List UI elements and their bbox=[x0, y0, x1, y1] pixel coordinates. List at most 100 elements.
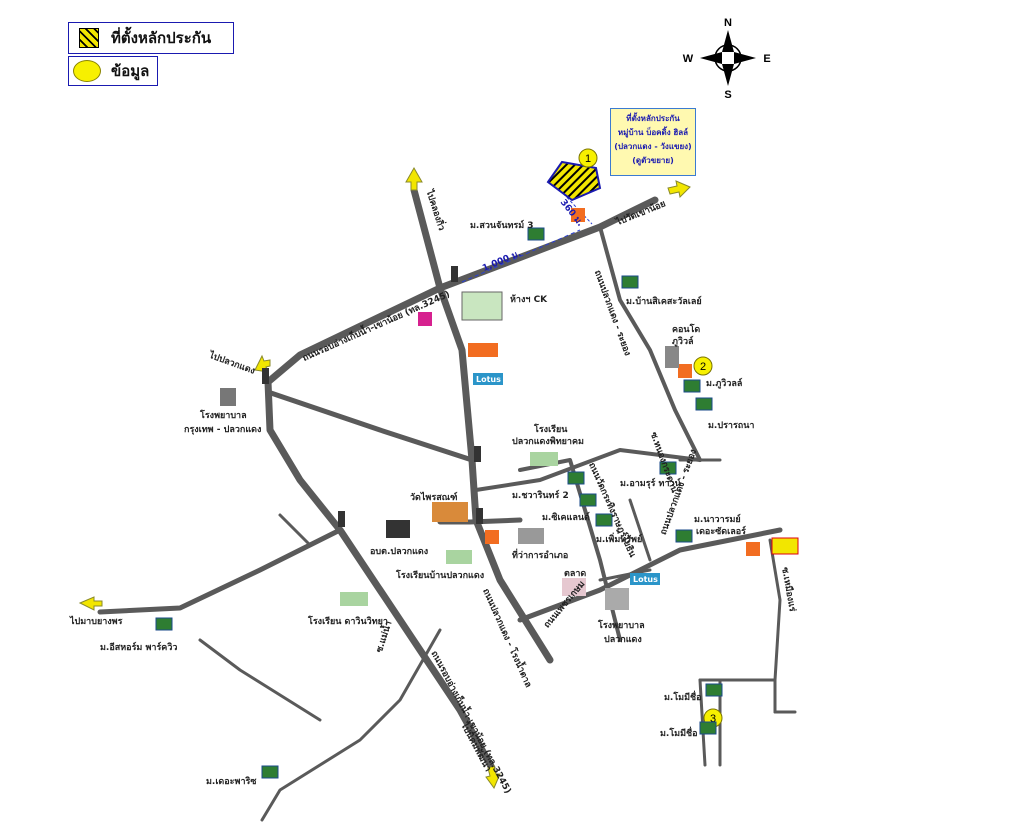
lotus-icon bbox=[473, 373, 503, 385]
place-hospital-bkk[interactable]: โรงพยาบาล bbox=[200, 411, 247, 421]
road-middle bbox=[474, 448, 702, 492]
marker-1[interactable]: 1 bbox=[578, 148, 598, 168]
arrow-west bbox=[78, 596, 103, 611]
place-hospital-bkk-name[interactable]: กรุงเทพ - ปลวกแดง bbox=[184, 425, 262, 435]
seven-eleven-icon bbox=[746, 542, 760, 556]
arrow-north bbox=[405, 166, 423, 191]
road-network bbox=[97, 186, 797, 822]
legend-data-label: ข้อมูล bbox=[111, 62, 150, 80]
marker-3-label: 3 bbox=[710, 713, 716, 725]
legend-data: ข้อมูล bbox=[68, 56, 158, 86]
place-momi1[interactable]: ม.โมมีชื่อ bbox=[664, 693, 702, 703]
housing-icon bbox=[595, 513, 613, 527]
road-west bbox=[97, 527, 343, 615]
seven-eleven-icon bbox=[571, 208, 585, 222]
hospital-icon bbox=[220, 388, 236, 406]
hatch-swatch-icon bbox=[79, 28, 99, 48]
info-line-1: ที่ตั้งหลักประกัน bbox=[626, 114, 680, 123]
marker-2[interactable]: 2 bbox=[693, 356, 713, 376]
housing-icon bbox=[699, 721, 717, 735]
lotus-icon bbox=[630, 573, 660, 585]
school-icon bbox=[340, 592, 368, 606]
place-thepaaris[interactable]: ม.เดอะพาริซ bbox=[206, 777, 257, 787]
gas-station-icon bbox=[771, 537, 799, 555]
housing-icon bbox=[695, 397, 713, 411]
compass: N S W E bbox=[683, 17, 771, 101]
place-lotus1[interactable]: Lotus bbox=[476, 375, 501, 384]
place-citylend[interactable]: ม.ซิเคแลนด์ bbox=[542, 513, 590, 523]
road-south-right bbox=[628, 498, 652, 562]
collateral-site[interactable] bbox=[546, 160, 602, 202]
place-hemsap[interactable]: ม.เพิ่มทรัพย์ bbox=[596, 535, 643, 545]
place-school-pluak-name[interactable]: ปลวกแดงพิทยาคม bbox=[512, 437, 584, 447]
place-district-office[interactable]: ที่ว่าการอำเภอ bbox=[512, 551, 569, 561]
place-hospital-pd[interactable]: โรงพยาบาล bbox=[598, 621, 645, 631]
place-momi2[interactable]: ม.โมมีชื่อ bbox=[660, 729, 698, 739]
site-info-box[interactable]: ที่ตั้งหลักประกัน หมู่บ้าน บ็อคดิ้ง ฮิลล… bbox=[610, 108, 696, 176]
compass-w: W bbox=[683, 53, 694, 65]
housing-icon bbox=[261, 765, 279, 779]
road-cross-diagonal bbox=[265, 389, 475, 463]
place-market[interactable]: ตลาด bbox=[564, 569, 587, 579]
place-hospital-pd-name[interactable]: ปลวกแดง bbox=[604, 635, 642, 645]
arrow-south bbox=[485, 765, 501, 790]
place-wat-phrai[interactable]: วัดไพรสณฑ์ bbox=[410, 493, 458, 503]
place-condo[interactable]: คอนโด bbox=[672, 325, 701, 335]
shop-icon bbox=[418, 312, 432, 326]
info-line-2: หมู่บ้าน บ็อคดิ้ง ฮิลล์ bbox=[617, 128, 689, 137]
place-school-pluak[interactable]: โรงเรียน bbox=[534, 425, 568, 435]
shop-icon bbox=[468, 343, 498, 357]
place-store-ck[interactable]: ห้างฯ CK bbox=[510, 295, 548, 305]
place-amporn[interactable]: ม.อามรุร์ ทาวน์ bbox=[620, 479, 681, 489]
compass-s: S bbox=[724, 89, 731, 101]
road-misc-3 bbox=[260, 628, 442, 822]
housing-icon bbox=[621, 275, 639, 289]
office-icon bbox=[518, 528, 544, 544]
place-thehome[interactable]: ม.อีสหอร์ม พาร์ควิว bbox=[100, 643, 178, 653]
place-phu-villa[interactable]: ม.ภูวิวลล์ bbox=[706, 379, 743, 389]
obt-building-icon bbox=[386, 520, 410, 538]
place-condo-name[interactable]: ภูวิวล์ bbox=[672, 337, 694, 347]
traffic-light-icon bbox=[474, 446, 481, 462]
yellow-dot-icon bbox=[73, 60, 101, 82]
place-parana[interactable]: ม.ปรารถนา bbox=[708, 421, 755, 431]
place-chawarin[interactable]: ม.ชวารินทร์ 2 bbox=[512, 491, 569, 501]
dir-mabyangporn: ไปมาบยางพร bbox=[70, 617, 123, 627]
seven-eleven-icon bbox=[485, 530, 499, 544]
housing-icon bbox=[579, 493, 597, 507]
wat-icon bbox=[432, 502, 468, 522]
place-lotus2[interactable]: Lotus bbox=[633, 575, 658, 584]
condo-icon bbox=[665, 346, 679, 368]
place-nawarat[interactable]: ม.นาวารมย์ bbox=[694, 515, 741, 525]
road-misc-1 bbox=[278, 513, 312, 547]
school-icon bbox=[446, 550, 472, 564]
legend-site-label: ที่ตั้งหลักประกัน bbox=[111, 29, 212, 47]
place-obt[interactable]: อบต.ปลวกแดง bbox=[370, 547, 429, 557]
road-east-branch bbox=[598, 225, 702, 462]
legend-site: ที่ตั้งหลักประกัน bbox=[68, 22, 234, 54]
place-school-darin[interactable]: โรงเรียน ดาวินวิทยา bbox=[308, 617, 388, 627]
school-icon bbox=[530, 452, 558, 466]
place-school-ban[interactable]: โรงเรียนบ้านปลวกแดง bbox=[396, 571, 485, 581]
compass-e: E bbox=[763, 53, 770, 65]
housing-icon bbox=[527, 227, 545, 241]
landmark-icons bbox=[155, 208, 799, 779]
road-misc-5 bbox=[598, 568, 652, 582]
arrow-east bbox=[667, 180, 691, 199]
housing-icon bbox=[683, 379, 701, 393]
distance-line-1000 bbox=[461, 229, 581, 283]
road-misc-2 bbox=[198, 638, 322, 722]
store-building-icon bbox=[461, 291, 503, 321]
marker-2-label: 2 bbox=[700, 361, 706, 373]
compass-n: N bbox=[724, 17, 732, 29]
traffic-light-icon bbox=[451, 266, 458, 282]
housing-icon bbox=[155, 617, 173, 631]
place-suan-chan[interactable]: ม.สวนจันทรม์ 3 bbox=[470, 221, 534, 231]
place-lakebreeze[interactable]: เดอะซัดเลอร์ bbox=[696, 527, 746, 537]
place-ban-lahelat[interactable]: ม.บ้านสิเคสะวัลเลย์ bbox=[626, 297, 702, 307]
traffic-light-icon bbox=[476, 508, 483, 524]
housing-icon bbox=[705, 683, 723, 697]
road-nawarat bbox=[517, 527, 783, 623]
seven-eleven-icon bbox=[678, 364, 692, 378]
